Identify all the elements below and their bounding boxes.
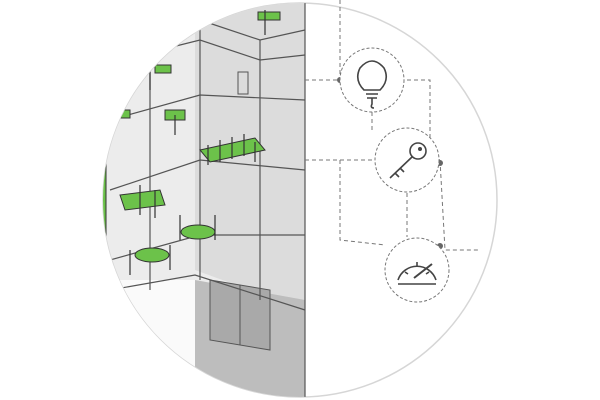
building-cutaway xyxy=(103,3,306,397)
connection-lines xyxy=(305,0,480,251)
key-icon xyxy=(374,127,440,193)
lightbulb-icon xyxy=(339,47,405,113)
gauge-icon xyxy=(384,237,450,303)
